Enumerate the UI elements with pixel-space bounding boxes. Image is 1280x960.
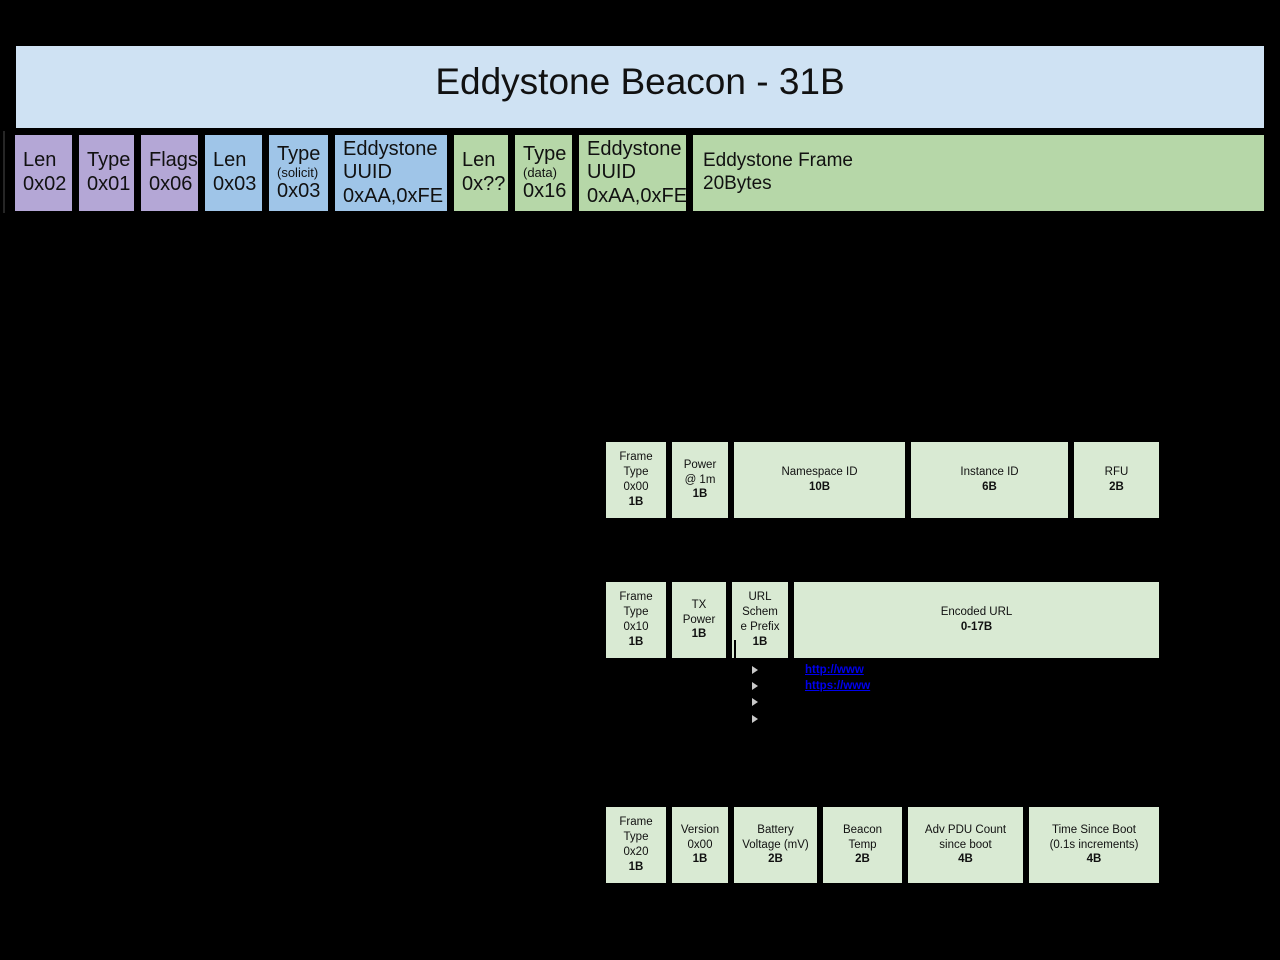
uid-power-field: Power @ 1m 1B <box>670 440 730 520</box>
scheme-list-item <box>752 711 758 726</box>
url-frame-type-field: Frame Type 0x10 1B <box>604 580 668 660</box>
scheme-connector-line <box>734 640 736 659</box>
adv-field-eddystone-uuid-data: Eddystone UUID 0xAA,0xFE <box>577 133 688 213</box>
url-frame-row: Frame Type 0x10 1B TX Power 1B URL Schem… <box>604 580 1161 660</box>
bullet-arrow-icon <box>752 714 758 723</box>
adv-field-type-data: Type (data) 0x16 <box>513 133 574 213</box>
scheme-link-http[interactable]: http://www <box>805 663 864 676</box>
adv-field-flags-value: Flags 0x06 <box>139 133 200 213</box>
adv-pdu-row: Len 0x02 Type 0x01 Flags 0x06 Len 0x03 T… <box>13 133 1266 213</box>
tlm-frame-type-field: Frame Type 0x20 1B <box>604 805 668 885</box>
left-edge-line <box>3 131 5 213</box>
tlm-temp-field: Beacon Temp 2B <box>821 805 904 885</box>
bullet-arrow-icon <box>752 697 758 706</box>
uid-instance-field: Instance ID 6B <box>909 440 1070 520</box>
scheme-list-item: https://www <box>752 678 870 693</box>
bullet-arrow-icon <box>752 665 758 674</box>
tlm-time-since-boot-field: Time Since Boot (0.1s increments) 4B <box>1027 805 1161 885</box>
page-title: Eddystone Beacon - 31B <box>435 61 845 102</box>
scheme-list-item <box>752 694 758 709</box>
scheme-list-item: http://www <box>752 662 864 677</box>
url-encoded-url-field: Encoded URL 0-17B <box>792 580 1161 660</box>
adv-field-eddystone-frame: Eddystone Frame 20Bytes <box>691 133 1266 213</box>
adv-field-type-solicit: Type (solicit) 0x03 <box>267 133 330 213</box>
uid-frame-type-field: Frame Type 0x00 1B <box>604 440 668 520</box>
url-scheme-prefix-field: URL Schem e Prefix 1B <box>730 580 790 660</box>
adv-field-len-solicit: Len 0x03 <box>203 133 264 213</box>
adv-field-eddystone-uuid-solicit: Eddystone UUID 0xAA,0xFE <box>333 133 449 213</box>
adv-field-type-flags: Type 0x01 <box>77 133 136 213</box>
bullet-arrow-icon <box>752 681 758 690</box>
tlm-version-field: Version 0x00 1B <box>670 805 730 885</box>
adv-field-len-flags: Len 0x02 <box>13 133 74 213</box>
header-box: Eddystone Beacon - 31B <box>14 44 1266 130</box>
uid-frame-row: Frame Type 0x00 1B Power @ 1m 1B Namespa… <box>604 440 1161 520</box>
tlm-pdu-count-field: Adv PDU Count since boot 4B <box>906 805 1025 885</box>
scheme-link-https[interactable]: https://www <box>805 679 871 692</box>
adv-field-len-data: Len 0x?? <box>452 133 510 213</box>
uid-rfu-field: RFU 2B <box>1072 440 1161 520</box>
tlm-battery-field: Battery Voltage (mV) 2B <box>732 805 819 885</box>
uid-namespace-field: Namespace ID 10B <box>732 440 907 520</box>
url-tx-power-field: TX Power 1B <box>670 580 728 660</box>
tlm-frame-row: Frame Type 0x20 1B Version 0x00 1B Batte… <box>604 805 1161 885</box>
